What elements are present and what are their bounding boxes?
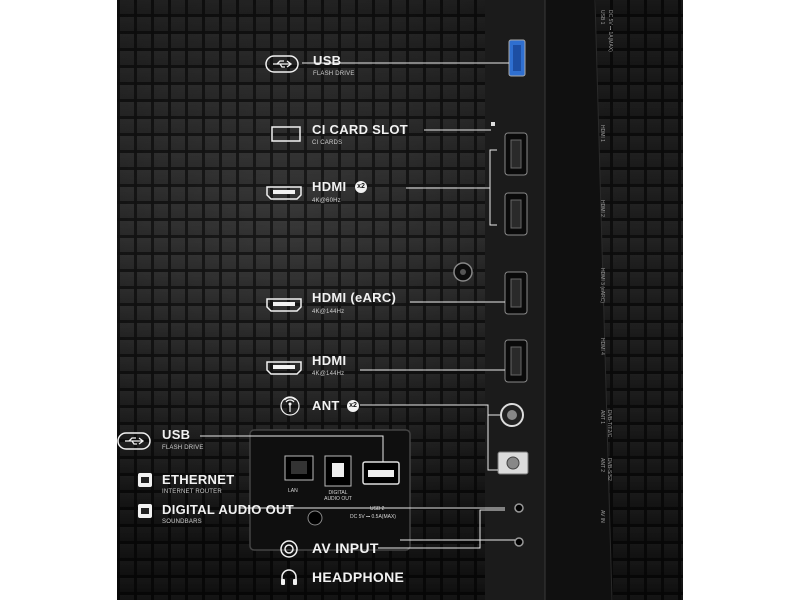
hdmi-x2-title: HDMI (312, 179, 347, 194)
usb-icon (117, 432, 151, 450)
hdmi-144-title: HDMI (312, 353, 347, 368)
digital-audio-title: DIGITAL AUDIO OUT (162, 502, 294, 517)
antenna-icon (280, 396, 300, 416)
hdmi-x2-subtitle: 4K@60Hz (312, 198, 341, 204)
leader-lines (200, 62, 515, 549)
card-slot-icon (271, 126, 301, 142)
panel-label-digital-audio: DIGITAL AUDIO OUT (324, 490, 352, 502)
usb-top-subtitle: FLASH DRIVE (313, 71, 355, 77)
ci-slot-edge (491, 122, 495, 126)
headphone-title: HEADPHONE (312, 569, 405, 585)
hdmi-icon (266, 361, 302, 375)
usb-bottom-title: USB (162, 427, 191, 442)
hdmi-port-3 (504, 271, 528, 315)
side-label-usb1: USB 1 (599, 10, 605, 25)
optical-audio-icon (138, 504, 152, 518)
side-label-av-in: AV IN (599, 510, 605, 523)
ethernet-title: ETHERNET (162, 472, 235, 487)
ethernet-icon (138, 473, 152, 487)
ant-connector-1 (500, 403, 524, 427)
hdmi-icon (266, 186, 302, 200)
hdmi-earc-subtitle: 4K@144Hz (312, 309, 345, 315)
ant-title: ANT (312, 398, 340, 413)
side-label-hdmi4: HDMI 4 (599, 338, 605, 355)
usb-bottom-subtitle: FLASH DRIVE (162, 445, 204, 451)
headphone-jack (514, 537, 524, 547)
hdmi-x2-badge: x2 (355, 181, 367, 193)
usb-icon (265, 55, 299, 73)
usb-port-bottom (362, 461, 400, 485)
side-label-hdmi1: HDMI 1 (599, 125, 605, 142)
ethernet-subtitle: INTERNET ROUTER (162, 489, 222, 495)
panel-label-usb2-power: DC 5V ⎓ 0.5A(MAX) (350, 514, 396, 520)
lan-port (284, 455, 314, 481)
hdmi-port-4 (504, 339, 528, 383)
av-input-title: AV INPUT (312, 540, 379, 556)
side-label-usb1-power: DC 5V ⎓ 1A(MAX) (607, 10, 613, 52)
hdmi-144-subtitle: 4K@144Hz (312, 371, 345, 377)
hdmi-earc-title: HDMI (eARC) (312, 290, 397, 305)
digital-audio-subtitle: SOUNDBARS (162, 519, 202, 525)
bottom-round-jack (307, 510, 323, 526)
hdmi-port-2 (504, 192, 528, 236)
hdmi-icon (266, 298, 302, 312)
usb-top-title: USB (313, 53, 342, 68)
panel-label-lan: LAN (288, 488, 298, 494)
ant-connector-2 (497, 451, 529, 475)
side-label-ant2: ANT 2 (599, 458, 605, 473)
ci-card-subtitle: CI CARDS (312, 140, 343, 146)
headphone-icon (281, 569, 297, 585)
side-panel-face (545, 0, 612, 600)
optical-port (324, 455, 352, 487)
side-label-ant1: ANT 1 (599, 410, 605, 425)
side-label-ant1-sub: DVB-T/T2/C (606, 410, 612, 438)
ci-card-title: CI CARD SLOT (312, 122, 409, 137)
side-label-hdmi3: HDMI 3 (eARC) (599, 268, 605, 304)
av-input-icon (280, 540, 298, 558)
side-label-ant2-sub: DVB-S/S2 (606, 458, 612, 481)
side-label-hdmi2: HDMI 2 (599, 200, 605, 217)
panel-label-usb2: USB 2 (370, 506, 385, 512)
hdmi-port-1 (504, 132, 528, 176)
av-input-jack (514, 503, 524, 513)
ant-badge: x2 (347, 400, 359, 412)
